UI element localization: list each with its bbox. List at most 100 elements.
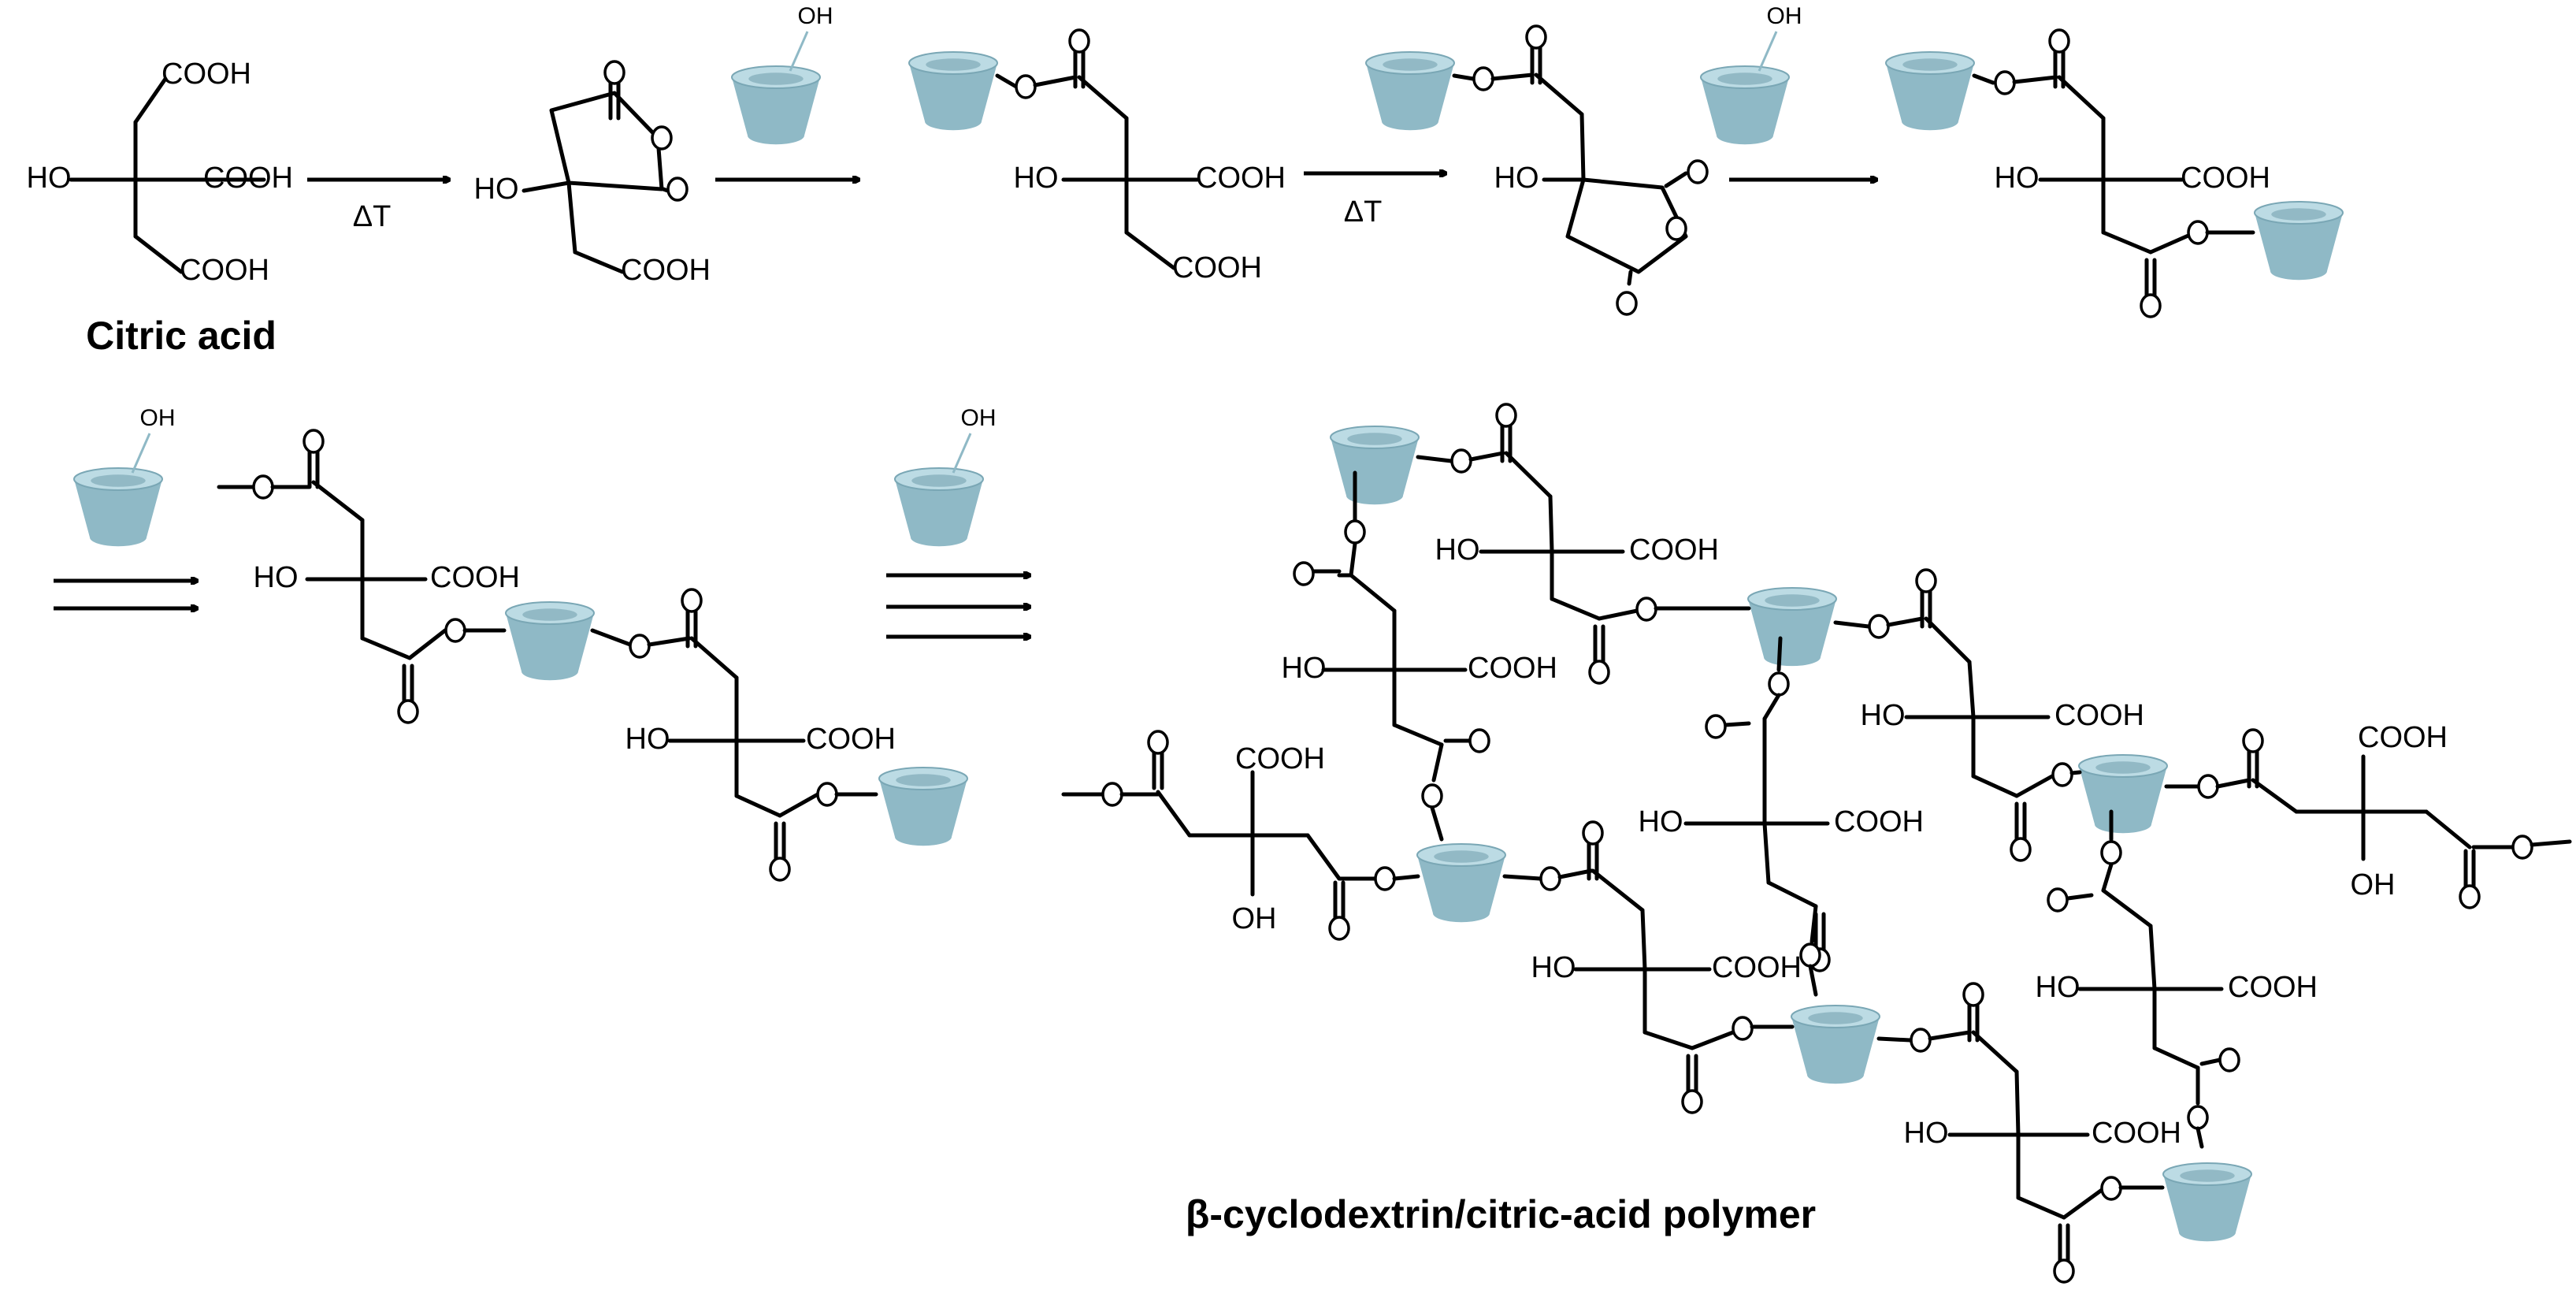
bond-line-58	[647, 636, 692, 647]
oxygen-atom-43	[1868, 614, 1890, 639]
bond-line-26	[1534, 72, 1584, 117]
bond-line-162	[2148, 924, 2157, 991]
atom-label-20: OH	[961, 405, 997, 431]
oxygen-atom-2	[651, 125, 673, 151]
heat-label-2: ΔT	[1344, 195, 1383, 229]
cyclodextrin-icon-11	[1330, 426, 1420, 505]
oxygen-atom-28	[1293, 561, 1315, 586]
oxygen-atom-11	[1994, 70, 2016, 95]
atom-label-7: OH	[798, 3, 833, 29]
bond-line-159	[2101, 862, 2114, 893]
oxygen-atom-1	[603, 60, 625, 85]
bond-line-99	[1156, 790, 1192, 838]
bond-line-81	[1597, 608, 1639, 621]
atom-label-9: COOH	[1196, 162, 1286, 195]
bond-line-153	[2424, 809, 2472, 849]
atom-label-33: COOH	[2358, 721, 2448, 754]
bond-line-55	[407, 628, 447, 660]
atom-label-34: OH	[2351, 868, 2396, 902]
oxygen-atom-32	[1147, 730, 1169, 755]
bond-line-57	[590, 628, 633, 647]
cyclodextrin-icon-9	[878, 767, 968, 846]
bond-line-123	[1723, 721, 1751, 727]
bond-line-27	[1579, 112, 1586, 182]
oxygen-atom-49	[2459, 884, 2481, 909]
cyclodextrin-icon-3	[1365, 51, 1455, 131]
atom-label-3: COOH	[203, 162, 293, 195]
hydroxyl-bond-1	[789, 31, 809, 72]
bond-line-122	[1762, 693, 1781, 721]
oxygen-atom-54	[2187, 1105, 2209, 1130]
atom-label-23: HO	[1282, 652, 1327, 685]
bond-line-121	[1776, 636, 1783, 672]
bond-line-177	[2016, 1195, 2066, 1220]
oxygen-atom-40	[1705, 714, 1727, 739]
oxygen-atom-30	[1421, 783, 1443, 809]
cyclodextrin-icon-10	[894, 467, 984, 547]
oxygen-atom-31	[1101, 782, 1123, 807]
atom-label-26: OH	[1232, 902, 1277, 935]
oxygen-atom-27	[1344, 519, 1366, 545]
bond-line-61	[689, 636, 739, 680]
bond-line-7	[522, 180, 571, 193]
oxygen-atom-34	[1374, 866, 1396, 891]
bond-line-29	[1664, 171, 1688, 188]
bond-line-127	[1766, 880, 1818, 909]
atom-label-30: COOH	[1834, 805, 1924, 838]
oxygen-atom-3	[666, 177, 689, 202]
atom-label-28: COOH	[1712, 951, 1802, 984]
oxygen-atom-47	[2197, 774, 2219, 799]
cyclodextrin-icon-13	[2078, 754, 2168, 834]
atom-label-18: HO	[625, 723, 670, 756]
bond-line-70	[1416, 455, 1453, 463]
bond-line-103	[1305, 833, 1342, 881]
bond-line-91	[1392, 723, 1444, 747]
bond-path-1	[549, 91, 664, 191]
bond-line-107	[1392, 874, 1420, 881]
bond-line-39	[2101, 230, 2153, 255]
bond-line-113	[1640, 908, 1647, 972]
oxygen-atom-7	[1525, 24, 1547, 50]
bond-line-131	[1808, 964, 1818, 997]
cyclodextrin-icon-4	[1700, 65, 1790, 145]
bond-line-94	[1430, 805, 1444, 842]
bond-line-87	[1349, 573, 1397, 613]
oxygen-atom-46	[2051, 762, 2073, 787]
atom-label-15: OH	[140, 405, 176, 431]
bond-line-157	[2530, 839, 2572, 847]
oxygen-atom-58	[2100, 1176, 2122, 1201]
bond-line-116	[1642, 1030, 1694, 1050]
oxygen-atom-50	[2511, 835, 2533, 860]
bond-line-170	[1928, 1030, 1972, 1041]
bond-line-161	[2101, 888, 2153, 928]
atom-label-27: HO	[1531, 951, 1576, 984]
atom-label-37: HO	[1904, 1117, 1949, 1150]
oxygen-atom-5	[1068, 28, 1090, 54]
bond-line-166	[2199, 1058, 2222, 1066]
bond-line-3	[133, 76, 168, 125]
oxygen-atom-6	[1472, 66, 1494, 91]
oxygen-atom-14	[2187, 220, 2209, 245]
bond-line-126	[1762, 821, 1771, 885]
atom-label-4: COOH	[180, 254, 269, 287]
oxygen-atom-57	[2053, 1258, 2075, 1284]
atom-label-6: COOH	[621, 254, 711, 287]
bond-line-136	[1924, 616, 1972, 664]
bond-line-23	[1490, 72, 1535, 81]
atom-label-5: HO	[474, 173, 519, 206]
bond-line-35	[2057, 75, 2106, 121]
bond-line-68	[778, 792, 820, 818]
bond-path-2	[1565, 177, 1688, 274]
oxygen-atom-44	[1915, 568, 1937, 593]
bond-line-108	[1502, 874, 1542, 881]
oxygen-atom-8	[1687, 159, 1709, 184]
atom-label-8: HO	[1014, 162, 1059, 195]
oxygen-atom-16	[303, 429, 325, 454]
bond-line-112	[1591, 868, 1645, 913]
hydroxyl-bond-4	[952, 433, 972, 474]
cyclodextrin-icon-6	[2254, 201, 2344, 281]
bond-line-149	[2251, 778, 2299, 814]
hydroxyl-bond-3	[131, 433, 151, 474]
oxygen-atom-56	[1962, 982, 1984, 1007]
bond-line-165	[2152, 1046, 2200, 1070]
